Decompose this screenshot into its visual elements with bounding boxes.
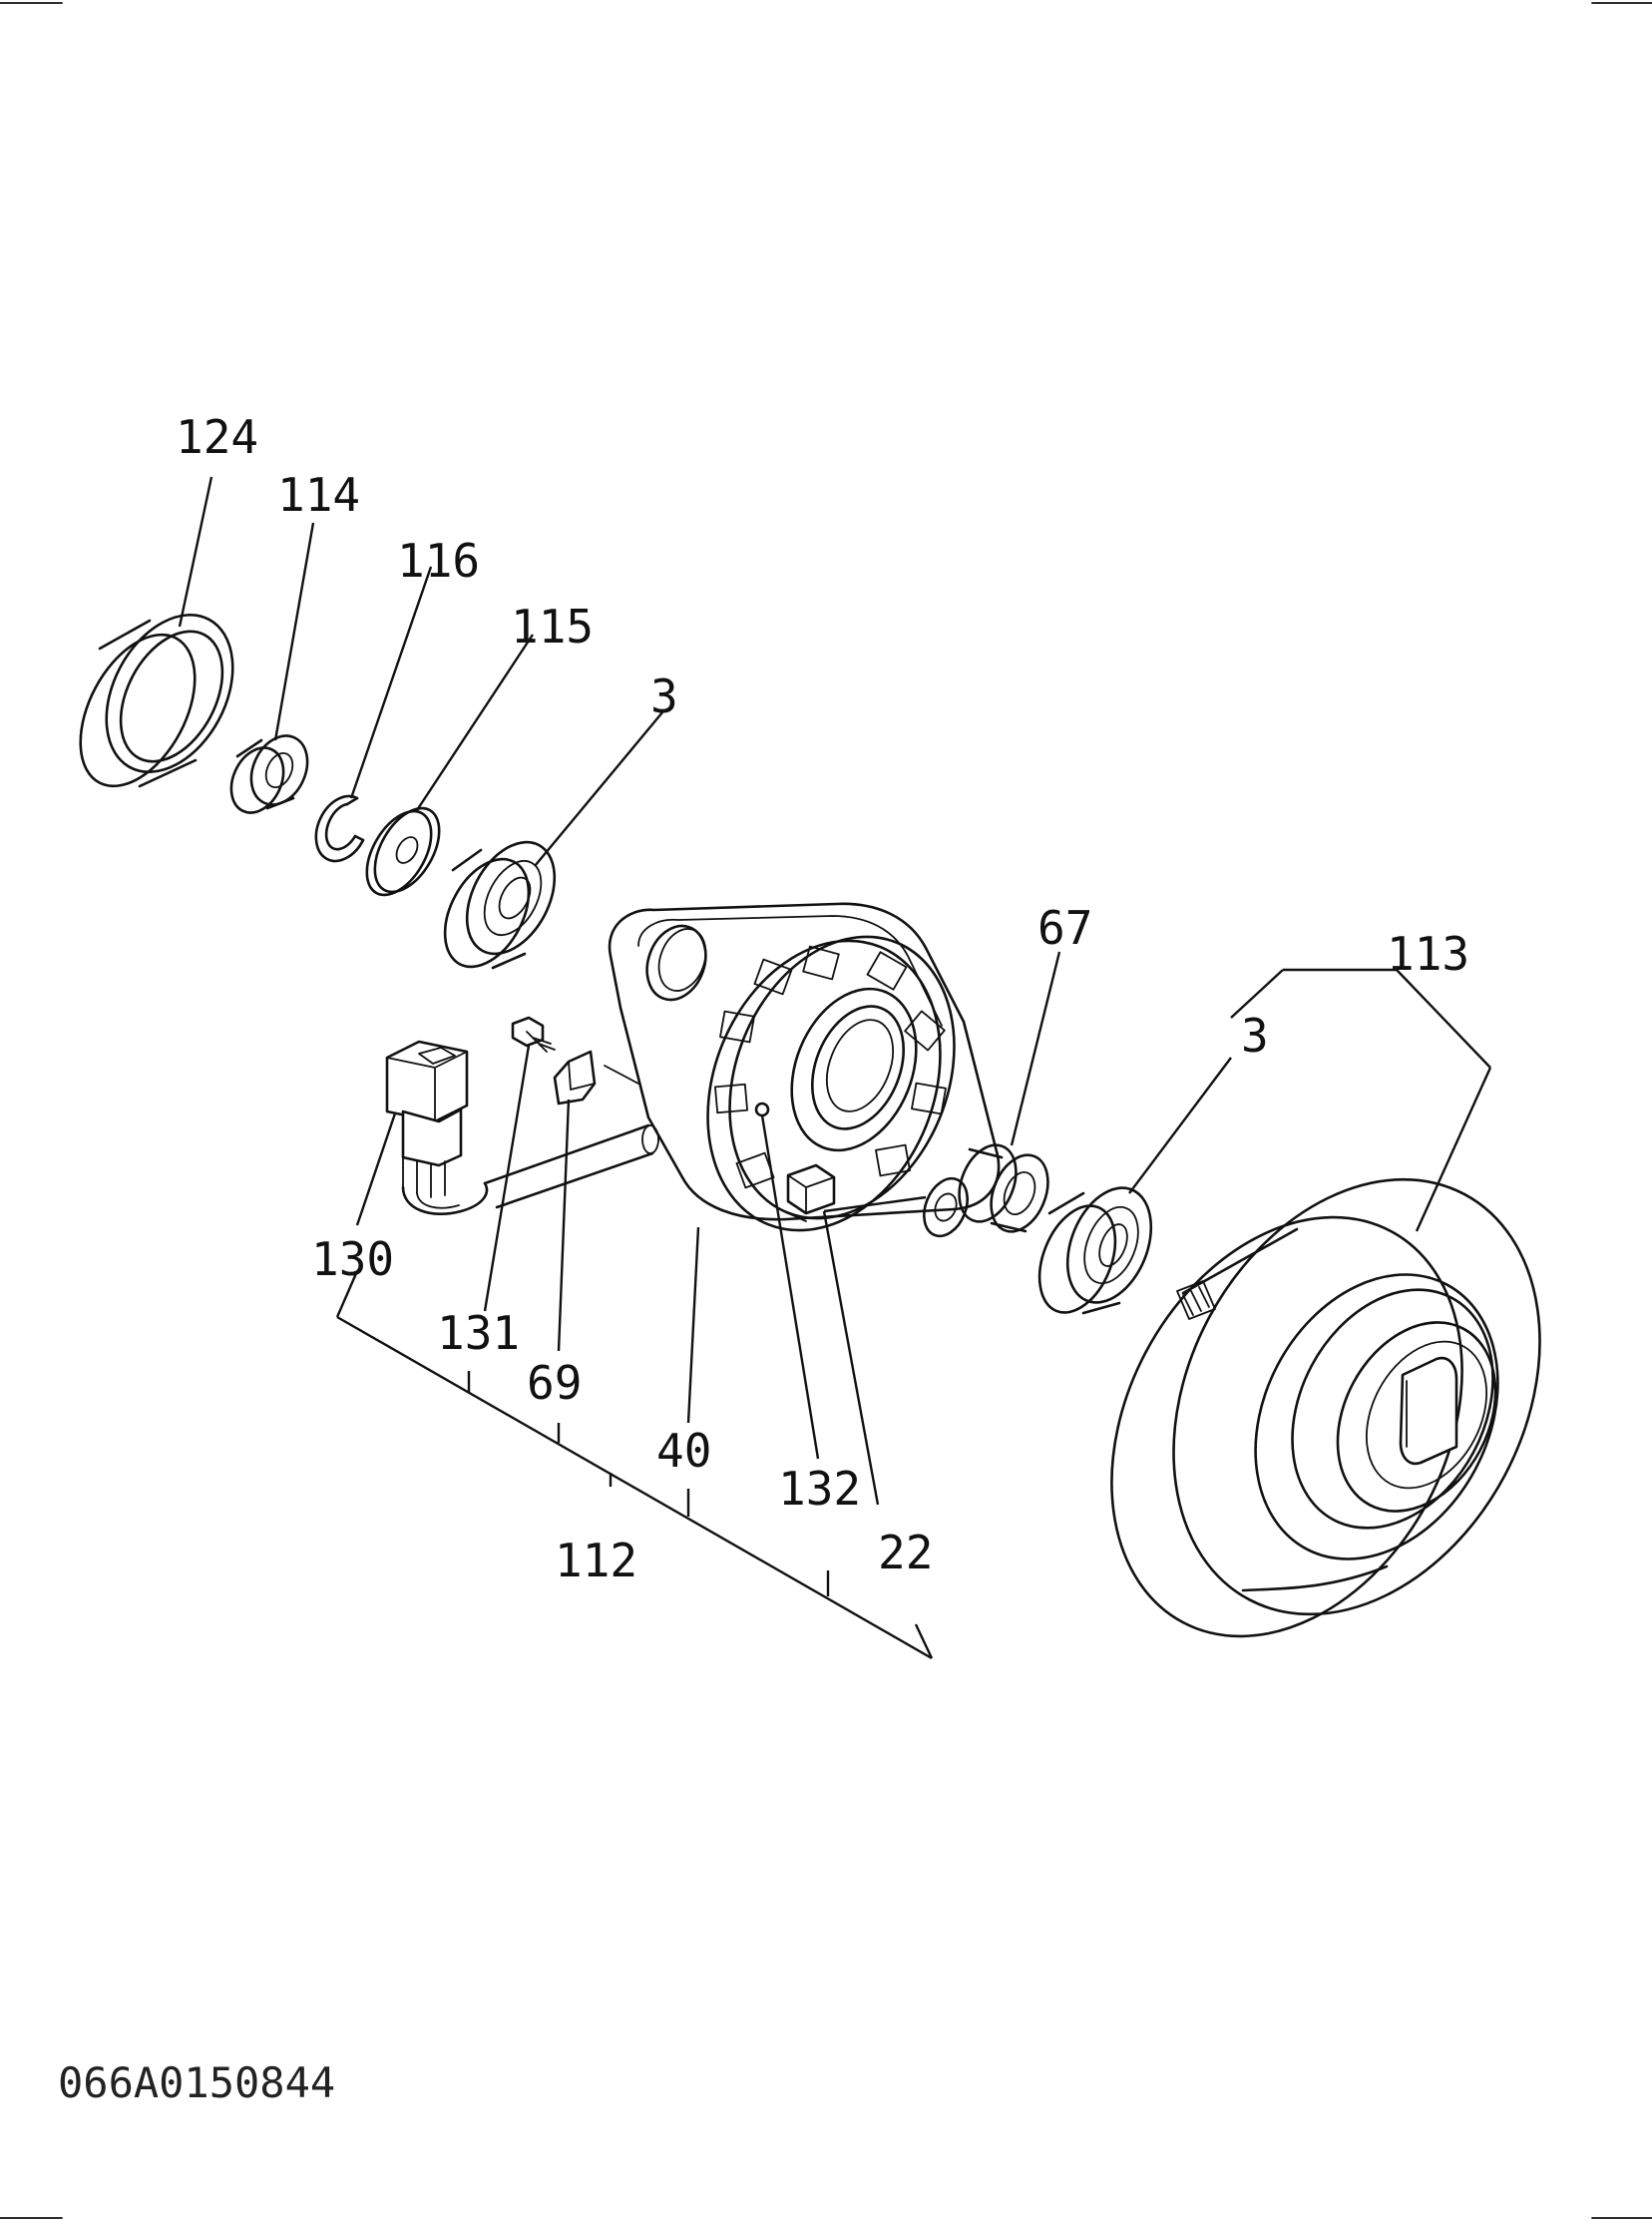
part-69-clip [553, 1050, 639, 1106]
callout-112: 112 [555, 1534, 637, 1587]
callout-22: 22 [878, 1526, 933, 1579]
callout-116: 116 [397, 534, 480, 588]
part-3-bearing-upper [443, 840, 557, 970]
leader-lines [178, 476, 1492, 1660]
part-130-harness-connector [385, 1040, 659, 1215]
callout-3-lower: 3 [1241, 1009, 1269, 1063]
part-67-collar [923, 1143, 1049, 1238]
part-116-snap-ring [314, 794, 365, 863]
callout-131: 131 [437, 1306, 520, 1360]
callout-40: 40 [656, 1424, 711, 1478]
part-124-cap [79, 614, 234, 788]
part-132-pin [754, 1102, 770, 1117]
callout-3-upper: 3 [650, 669, 678, 723]
callout-114: 114 [277, 468, 360, 522]
callout-130: 130 [311, 1232, 394, 1286]
callout-69: 69 [527, 1356, 582, 1410]
callout-labels: 124 114 116 115 3 67 113 3 130 131 69 40… [176, 410, 1469, 1587]
callout-67: 67 [1037, 901, 1092, 955]
part-114-sleeve [229, 734, 309, 814]
callout-113: 113 [1387, 927, 1469, 981]
part-22-sensor-block [783, 1163, 836, 1222]
callout-124: 124 [176, 410, 258, 464]
part-115-washer [365, 806, 441, 897]
callout-132: 132 [778, 1462, 861, 1516]
part-131-screw [511, 1016, 556, 1053]
part-113-rotor [1110, 1177, 1541, 1638]
document-id: 066A0150844 [58, 2058, 335, 2107]
callout-115: 115 [511, 600, 594, 654]
